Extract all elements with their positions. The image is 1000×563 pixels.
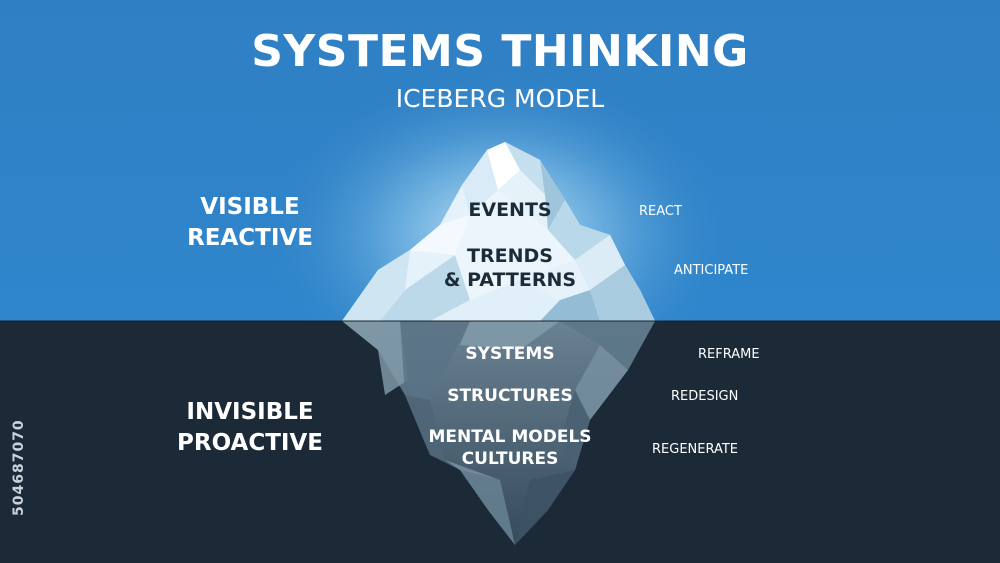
iceberg-tip <box>342 142 655 321</box>
diagram-title: SYSTEMS THINKING <box>251 26 749 77</box>
zone-label-invisible-line1: INVISIBLE <box>186 399 314 425</box>
action-react: REACT <box>639 204 682 219</box>
layer-trends-patterns: TRENDS & PATTERNS <box>410 244 610 292</box>
action-reframe: REFRAME <box>698 347 760 362</box>
zone-label-visible: VISIBLE REACTIVE <box>160 192 340 254</box>
layer-trends-label-line2: & PATTERNS <box>443 269 577 291</box>
layer-trends-label-line1: TRENDS <box>467 245 553 267</box>
action-regenerate: REGENERATE <box>652 442 739 457</box>
zone-label-visible-line2: REACTIVE <box>187 225 313 251</box>
side-caption: 504687070 <box>8 320 30 520</box>
iceberg-underwater <box>342 321 655 545</box>
layer-mental-models-label-line1: MENTAL MODELS <box>428 427 592 447</box>
zone-label-invisible: INVISIBLE PROACTIVE <box>160 397 340 459</box>
layer-systems: SYSTEMS <box>410 343 610 365</box>
side-caption-text: 504687070 <box>11 419 27 516</box>
layer-events-label: EVENTS <box>468 199 552 221</box>
layer-mental-models-label-line2: CULTURES <box>461 449 559 469</box>
zone-label-invisible-line2: PROACTIVE <box>177 430 323 456</box>
layer-mental-models: MENTAL MODELS CULTURES <box>395 426 625 470</box>
action-redesign: REDESIGN <box>671 389 739 404</box>
diagram-subtitle: ICEBERG MODEL <box>395 84 605 113</box>
zone-label-visible-line1: VISIBLE <box>200 194 300 220</box>
layer-structures: STRUCTURES <box>410 385 610 407</box>
layer-structures-label: STRUCTURES <box>447 386 573 406</box>
action-anticipate: ANTICIPATE <box>674 263 749 278</box>
layer-systems-label: SYSTEMS <box>465 344 555 364</box>
layer-events: EVENTS <box>410 198 610 222</box>
